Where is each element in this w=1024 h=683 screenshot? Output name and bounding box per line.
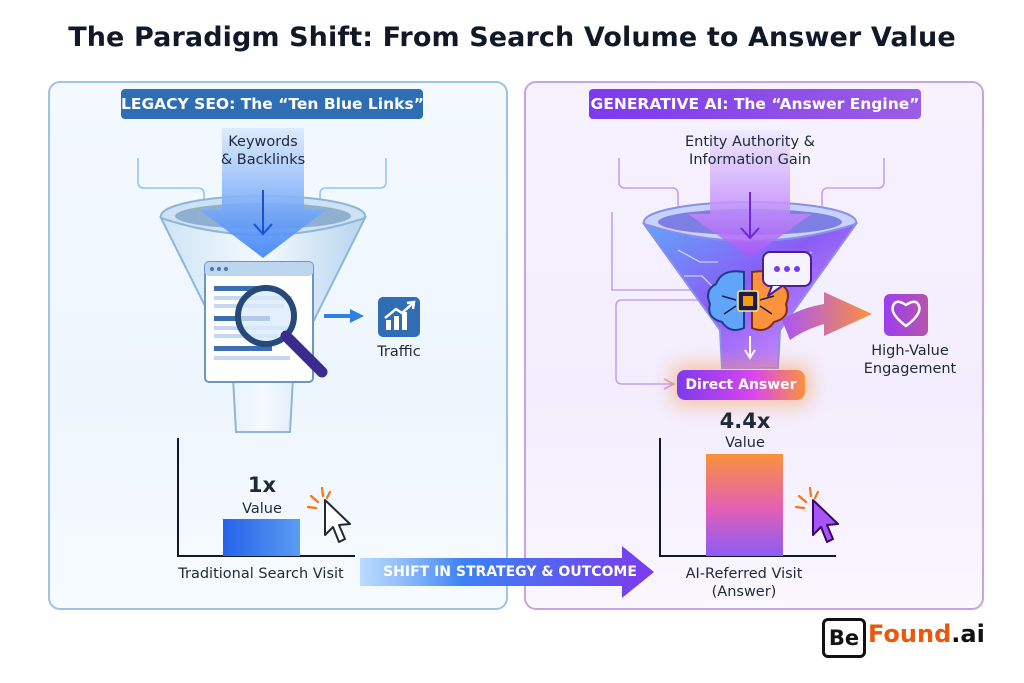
shift-arrow-label: SHIFT IN STRATEGY & OUTCOME (383, 564, 637, 580)
legacy-bar-label: Traditional Search Visit (178, 566, 344, 582)
ai-value-caption: Value (725, 435, 765, 451)
ai-input-line-left (618, 158, 679, 212)
trend-up-icon (378, 297, 420, 337)
cursor-click-icon-ai (794, 486, 839, 543)
logo-be-mark: Be (822, 618, 866, 658)
high-value-engagement-label: High-Value Engagement (863, 343, 957, 377)
traffic-label: Traffic (377, 344, 421, 360)
keywords-label: Keywords & Backlinks (220, 134, 306, 168)
logo-wordmark: Found.ai (868, 620, 985, 648)
generative-ai-header: GENERATIVE AI: The “Answer Engine” (589, 89, 921, 119)
magnifier-icon (235, 285, 328, 378)
direct-answer-badge: Direct Answer (677, 370, 805, 400)
shift-arrow (360, 546, 654, 598)
ai-value-number: 4.4x (719, 409, 771, 433)
ai-value-bar (706, 454, 783, 556)
entity-authority-label: Entity Authority & Information Gain (685, 134, 815, 168)
input-line-right (319, 158, 387, 212)
legacy-value-bar (223, 519, 300, 556)
ai-input-line-right (821, 158, 885, 212)
legacy-value-caption: Value (242, 501, 282, 517)
engagement-arrow (782, 292, 872, 340)
legacy-value-number: 1x (247, 473, 277, 497)
cursor-click-icon (306, 486, 351, 543)
legacy-seo-header: LEGACY SEO: The “Ten Blue Links” (121, 89, 424, 119)
chat-bubble-icon (762, 251, 812, 297)
heart-icon (884, 294, 928, 336)
input-line-left (137, 158, 205, 212)
ai-bar-label: AI-Referred Visit (Answer) (685, 566, 803, 600)
page-title: The Paradigm Shift: From Search Volume t… (68, 22, 956, 53)
